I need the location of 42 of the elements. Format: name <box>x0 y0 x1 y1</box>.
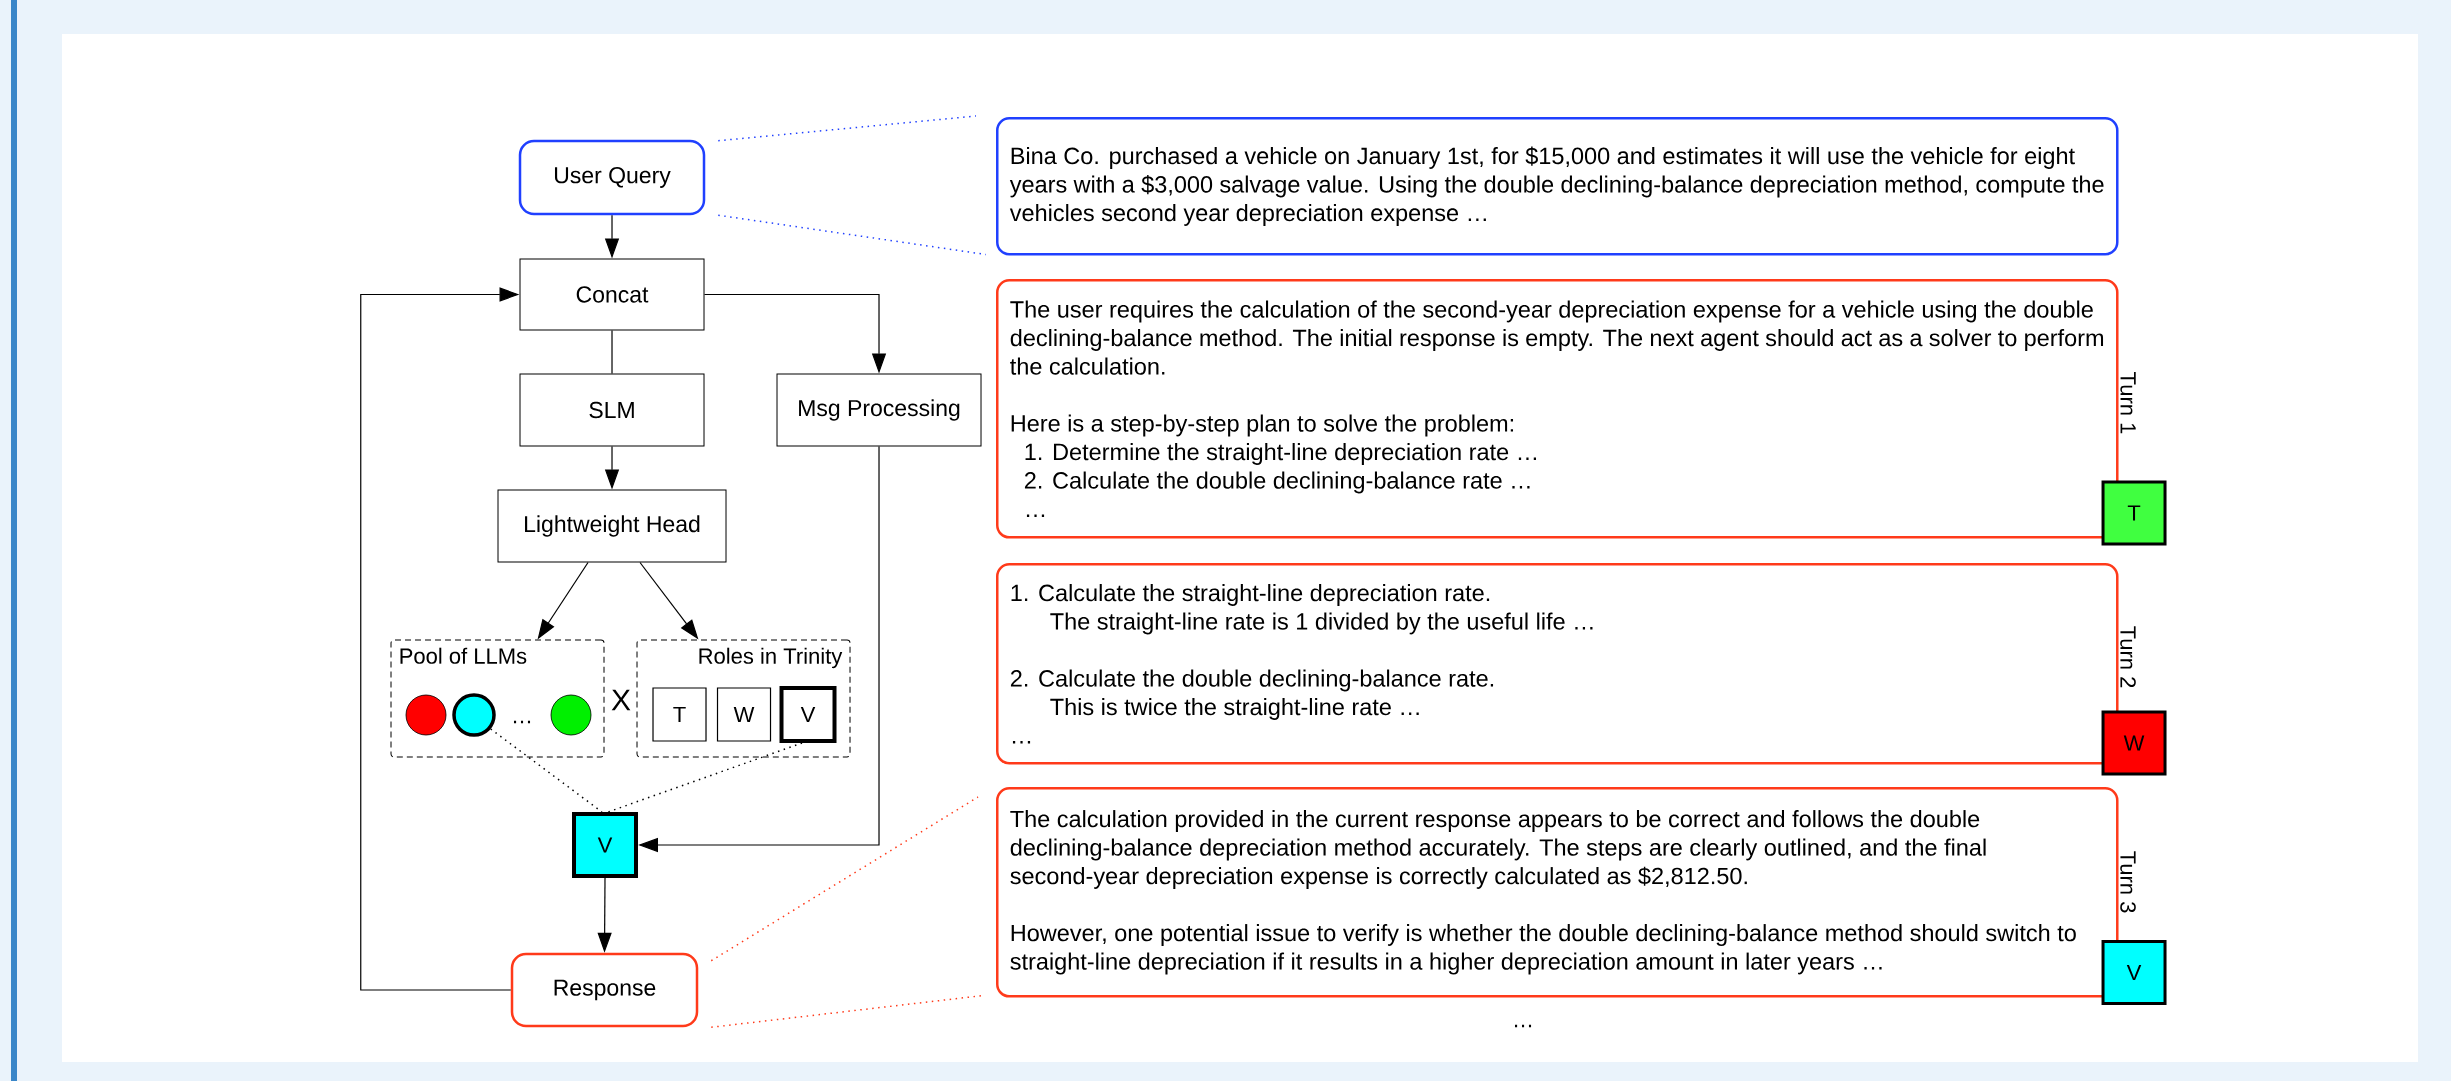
turn-label: Turn 3 <box>2120 851 2136 913</box>
dotted-line <box>717 214 987 256</box>
node-label: … <box>1026 514 1045 518</box>
ellipsis: … <box>1515 1024 1532 1028</box>
dotted-line <box>489 728 603 813</box>
rounded-box: Response <box>510 952 699 1028</box>
node-label: The straight-line rate is 1 divided by the useful life … <box>1050 612 1593 635</box>
role-square: W <box>2101 710 2167 776</box>
dotted-line <box>717 115 977 142</box>
process-box: Concat <box>519 258 705 331</box>
turn-label: Turn 2 <box>2120 626 2136 688</box>
node-label: This is twice the straight-line rate … <box>1050 698 1419 720</box>
process-box: SLM <box>519 373 705 447</box>
node-label: Here is a step-by-step plan to solve the problem: <box>1011 414 1514 437</box>
rounded-box: User Query <box>518 139 706 216</box>
ellipsis: … <box>514 720 531 724</box>
text-panel: The user requires the calculation of the second-year depreciation expense for a vehicle using the double declining-balance method. The initial response is empty. The next agent should act as a solver to perform the calculation. Here is a step-by-step plan to solve the problem: 1. Determine the straight-line depreciation rate … 2. Calculate the double declining-balance rate … … <box>996 279 2119 539</box>
dotted-line <box>607 742 803 813</box>
text-panel: Bina Co. purchased a vehicle on January 1st, for $15,000 and estimates it will use the vehicle for eight years with a $3,000 salvage value. Using the double declining-balance depreciation method, compute the vehicles second year depreciation expense … <box>996 117 2119 256</box>
connector-line <box>611 329 613 375</box>
turn-label: Turn 1 <box>2120 372 2136 434</box>
text-panel: The calculation provided in the current response appears to be correct and follows the double declining-balance depreciation method accurately. The steps are clearly outlined, and the final second-year depreciation expense is correctly calculated as $2,812.50. However, one potential issue to verify is whether the double declining-balance method should switch to straight-line depreciation if it results in a higher depreciation amount in later years … <box>996 787 2119 998</box>
node-label: 2. Calculate the double declining-balance rate. <box>1010 669 1494 692</box>
node-label: 1. Determine the straight-line depreciation rate … <box>1025 443 1536 465</box>
role-square: V <box>2101 940 2167 1005</box>
circle <box>550 694 592 736</box>
role-square: V <box>572 812 638 878</box>
node-label: … <box>1012 741 1031 744</box>
circle <box>405 694 447 736</box>
process-box: Msg Processing <box>776 373 982 447</box>
multiply-sign: X <box>611 689 631 711</box>
role-square: W <box>716 687 772 742</box>
text-panel: 1. Calculate the straight-line depreciation rate. The straight-line rate is 1 divided by the useful life … 2. Calculate the double declining-balance rate. This is twice the straight-line rate … … <box>996 563 2119 765</box>
role-square: T <box>2101 480 2167 546</box>
node-label: 2. Calculate the double declining-balance rate … <box>1024 471 1530 494</box>
process-box: Lightweight Head <box>497 489 727 563</box>
role-square: V <box>779 686 837 743</box>
dotted-line <box>710 994 984 1028</box>
node-label: The user requires the calculation of the second-year depreciation expense for a vehicle using the double declining-balance method. The initial response is empty. The next agent should act as a solver to perform the calculation. <box>1010 300 2104 375</box>
node-label: 1. Calculate the straight-line depreciation rate. <box>1011 584 1490 606</box>
dotted-line <box>710 796 979 962</box>
role-square: T <box>652 687 707 742</box>
